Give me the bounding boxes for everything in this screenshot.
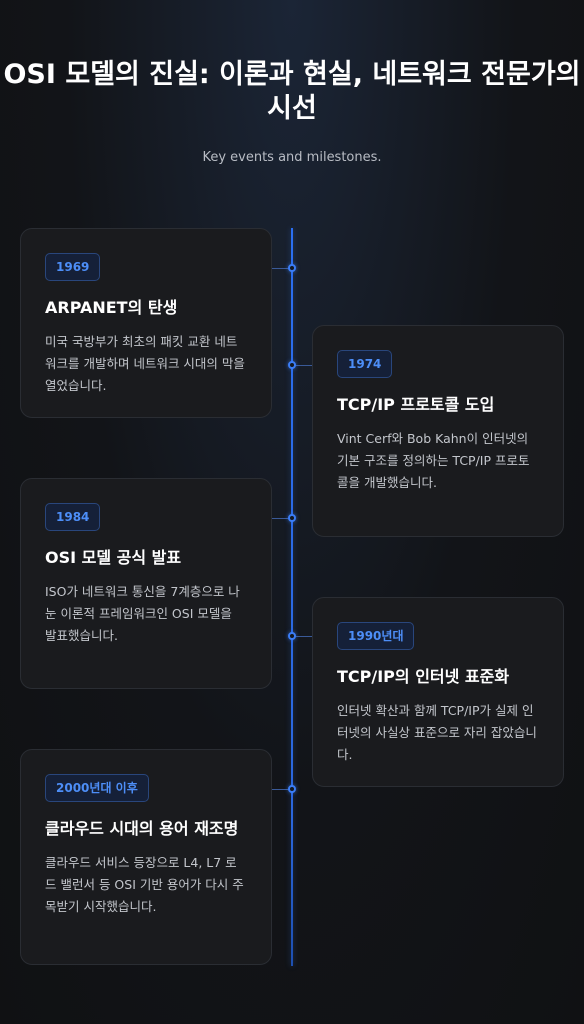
year-badge: 1969: [45, 253, 101, 281]
event-description: ISO가 네트워크 통신을 7계층으로 나눈 이론적 프레임워크인 OSI 모델…: [45, 584, 240, 643]
timeline-axis: [291, 228, 293, 966]
event-description: 인터넷 확산과 함께 TCP/IP가 실제 인터넷의 사실상 표준으로 자리 잡…: [337, 703, 537, 762]
timeline-connector: [292, 636, 313, 637]
timeline-card-1969: 1969 ARPANET의 탄생 미국 국방부가 최초의 패킷 교환 네트워크를…: [20, 228, 272, 418]
year-badge: 1990년대: [337, 622, 415, 650]
timeline-card-1974: 1974 TCP/IP 프로토콜 도입 Vint Cerf와 Bob Kahn이…: [312, 325, 564, 537]
timeline-connector: [271, 518, 292, 519]
event-description: Vint Cerf와 Bob Kahn이 인터넷의 기본 구조를 정의하는 TC…: [337, 431, 530, 490]
page-subtitle: Key events and milestones.: [202, 150, 382, 165]
event-title: TCP/IP의 인터넷 표준화: [337, 667, 510, 686]
timeline-card-2000s: 2000년대 이후 클라우드 시대의 용어 재조명 클라우드 서비스 등장으로 …: [20, 749, 272, 965]
timeline-connector: [271, 789, 292, 790]
event-description: 미국 국방부가 최초의 패킷 교환 네트워크를 개발하며 네트워크 시대의 막을…: [45, 334, 245, 393]
timeline-dot: [288, 361, 296, 369]
event-title: OSI 모델 공식 발표: [45, 548, 182, 567]
timeline-card-1984: 1984 OSI 모델 공식 발표 ISO가 네트워크 통신을 7계층으로 나눈…: [20, 478, 272, 689]
page-title: OSI 모델의 진실: 이론과 현실, 네트워크 전문가의 시선: [3, 59, 581, 124]
timeline-connector: [271, 268, 292, 269]
year-badge: 1974: [337, 350, 393, 378]
event-title: ARPANET의 탄생: [45, 298, 178, 317]
year-badge: 2000년대 이후: [45, 774, 149, 802]
timeline-dot: [288, 264, 296, 272]
event-title: TCP/IP 프로토콜 도입: [337, 395, 495, 414]
timeline-card-1990s: 1990년대 TCP/IP의 인터넷 표준화 인터넷 확산과 함께 TCP/IP…: [312, 597, 564, 787]
timeline-dot: [288, 514, 296, 522]
timeline-dot: [288, 785, 296, 793]
year-badge: 1984: [45, 503, 101, 531]
timeline-connector: [292, 365, 313, 366]
timeline-dot: [288, 632, 296, 640]
event-description: 클라우드 서비스 등장으로 L4, L7 로드 밸런서 등 OSI 기반 용어가…: [45, 855, 244, 914]
event-title: 클라우드 시대의 용어 재조명: [45, 819, 239, 838]
